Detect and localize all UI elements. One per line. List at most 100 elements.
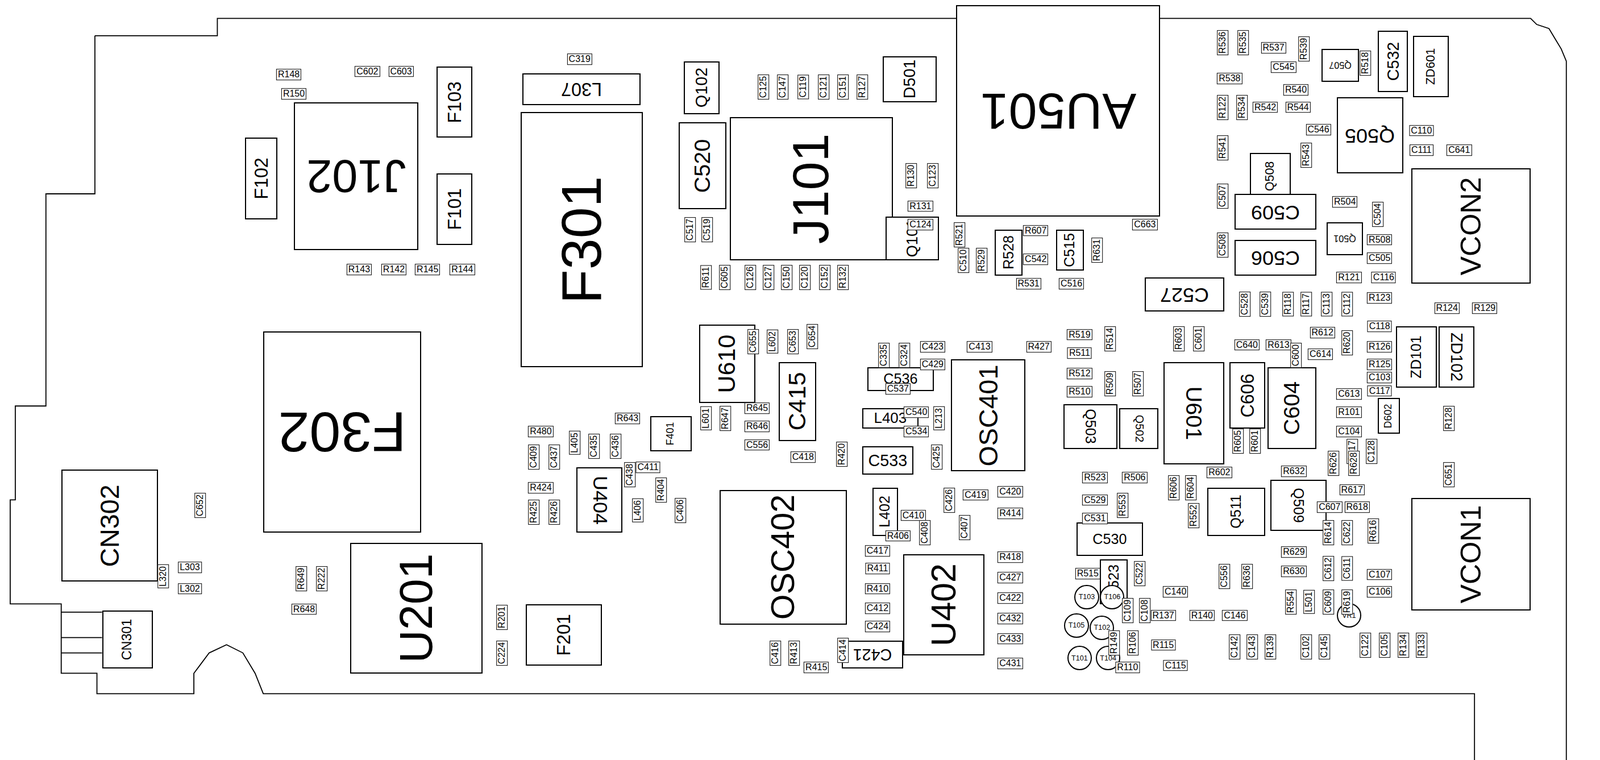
component-outline: U601 <box>1163 362 1225 465</box>
part-label: C504 <box>1372 201 1384 227</box>
part-label: C111 <box>1409 144 1434 156</box>
part-label: R636 <box>1241 563 1253 589</box>
part-label: R540 <box>1283 84 1309 96</box>
part-label: C324 <box>898 342 910 368</box>
part-label: R616 <box>1368 517 1380 543</box>
part-label: C607 <box>1316 501 1342 513</box>
component-outline: J102 <box>293 102 419 251</box>
part-label: C438 <box>624 462 636 488</box>
part-designator: Q509 <box>1291 487 1306 523</box>
part-label: C540 <box>903 406 929 418</box>
part-designator: L402 <box>878 495 893 528</box>
part-label: R539 <box>1298 36 1311 62</box>
part-label: R121 <box>1336 272 1362 284</box>
part-label: R632 <box>1281 466 1307 478</box>
part-designator: J101 <box>785 133 837 245</box>
component-outline: J101 <box>729 117 893 260</box>
part-label: C507 <box>1216 183 1229 209</box>
part-label: C152 <box>819 264 831 290</box>
part-label: C123 <box>927 163 939 189</box>
part-designator: AU501 <box>979 85 1136 137</box>
part-designator: R528 <box>1001 235 1016 270</box>
part-designator: Q508 <box>1264 160 1277 191</box>
part-label: R143 <box>346 263 372 276</box>
component-outline: VCON2 <box>1411 168 1531 284</box>
part-label: L302 <box>177 583 202 595</box>
part-label: C121 <box>817 73 830 99</box>
part-label: C429 <box>920 358 946 371</box>
part-label: L320 <box>157 564 169 589</box>
part-designator: Q505 <box>1344 125 1395 146</box>
part-label: C119 <box>797 74 809 99</box>
part-label: C122 <box>1359 632 1371 658</box>
part-label: C622 <box>1341 520 1353 546</box>
part-label: C539 <box>1259 291 1271 317</box>
part-label: R509 <box>1104 371 1116 397</box>
part-designator: C532 <box>1384 41 1402 81</box>
part-designator: T103 <box>1078 593 1096 601</box>
board-edge <box>10 35 1475 760</box>
component-outline: C527 <box>1144 277 1225 311</box>
part-label: R130 <box>905 163 917 189</box>
part-label: C151 <box>837 73 849 99</box>
part-label: R537 <box>1260 42 1286 54</box>
part-label: R122 <box>1216 94 1229 120</box>
part-label: C528 <box>1239 291 1251 317</box>
part-label: R145 <box>414 263 440 276</box>
part-label: C611 <box>1341 555 1353 581</box>
part-label: R534 <box>1236 94 1248 120</box>
part-label: C602 <box>354 65 380 78</box>
part-label: R425 <box>528 499 540 525</box>
component-outline: C520 <box>678 122 727 210</box>
connector-shell <box>61 652 103 654</box>
component-outline: Q508 <box>1249 152 1291 199</box>
component-outline: AU501 <box>956 5 1161 217</box>
part-label: R126 <box>1366 341 1392 353</box>
part-label: C605 <box>719 264 731 290</box>
part-designator: F201 <box>554 613 573 656</box>
part-label: C654 <box>806 323 818 349</box>
part-label: C546 <box>1305 123 1331 136</box>
part-label: R626 <box>1328 450 1340 476</box>
component-outline: L402 <box>872 487 899 536</box>
part-label: C601 <box>1193 326 1205 352</box>
component-outline: C509 <box>1234 193 1317 230</box>
part-label: C609 <box>1323 589 1335 615</box>
component-outline: ZD601 <box>1413 35 1449 98</box>
part-designator: C606 <box>1238 373 1257 418</box>
part-label: C124 <box>907 218 933 231</box>
part-label: C140 <box>1162 586 1188 598</box>
component-outline: F102 <box>244 137 278 220</box>
part-label: R413 <box>788 640 800 666</box>
component-outline: U201 <box>350 542 483 674</box>
part-designator: U201 <box>393 553 440 663</box>
part-label: R618 <box>1344 501 1370 513</box>
part-label: R544 <box>1285 101 1311 114</box>
part-label: C603 <box>388 65 414 78</box>
part-label: R630 <box>1281 566 1307 578</box>
part-label: C125 <box>757 73 770 99</box>
part-label: C529 <box>1082 494 1108 506</box>
part-label: R603 <box>1173 326 1185 352</box>
part-label: R649 <box>295 566 307 592</box>
component-outline: ZD102 <box>1438 326 1475 388</box>
part-label: R504 <box>1332 196 1358 209</box>
component-outline: OSC401 <box>950 359 1026 472</box>
part-label: R137 <box>1150 609 1176 622</box>
part-label: R631 <box>1091 237 1103 263</box>
part-designator: C533 <box>868 451 908 469</box>
part-label: R222 <box>316 566 328 592</box>
part-designator: C509 <box>1251 201 1300 223</box>
part-label: C420 <box>997 486 1023 498</box>
part-label: R132 <box>837 264 849 290</box>
part-designator: Q102 <box>693 67 710 108</box>
part-designator: F101 <box>445 188 464 231</box>
component-outline: L307 <box>522 73 641 106</box>
part-label: R628 <box>1348 450 1361 476</box>
part-label: C416 <box>770 640 782 666</box>
part-designator: VCON2 <box>1456 176 1486 276</box>
component-outline: CN301 <box>102 610 154 669</box>
component-outline: F301 <box>520 111 643 368</box>
part-designator: U610 <box>715 334 740 394</box>
